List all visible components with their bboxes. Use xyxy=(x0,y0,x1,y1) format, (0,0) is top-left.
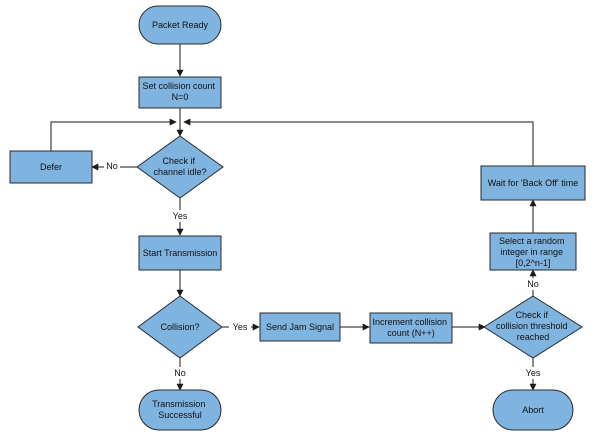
threshold-line-1: Check if xyxy=(515,310,548,320)
node-set-collision-count: Set collision count N=0 xyxy=(138,76,222,109)
node-send-jam-signal: Send Jam Signal xyxy=(259,312,341,342)
node-check-threshold: Check if collision threshold reached xyxy=(483,295,583,359)
collision-label: Collision? xyxy=(160,322,199,332)
start-transmission-label: Start Transmission xyxy=(143,248,218,258)
check-idle-line-1: Check if xyxy=(162,156,195,166)
svg-text:Select a random intege: Select a random integer in range [0,2^n-… xyxy=(499,236,567,268)
svg-text:Check if channel idle?: Check if channel idle? xyxy=(153,156,206,177)
svg-text:Increment collision co: Increment collision count (N++) xyxy=(372,317,449,338)
node-start-transmission: Start Transmission xyxy=(138,235,222,271)
select-random-line-2: integer in range xyxy=(500,247,563,257)
send-jam-label: Send Jam Signal xyxy=(266,322,334,332)
node-collision-decision: Collision? xyxy=(137,295,223,359)
increment-line-2: count (N++) xyxy=(387,328,435,338)
node-increment-collision-count: Increment collision count (N++) xyxy=(369,312,453,344)
set-count-line-2: N=0 xyxy=(172,92,189,102)
svg-text:Set collision count N=: Set collision count N=0 xyxy=(142,81,217,102)
select-random-line-3: [0,2^n-1] xyxy=(516,258,551,268)
packet-ready-label: Packet Ready xyxy=(152,20,209,30)
edge-label-threshold-no: No xyxy=(527,279,539,289)
edge-label-idle-no: No xyxy=(106,161,118,171)
wait-backoff-label: Wait for 'Back Off' time xyxy=(488,178,578,188)
set-count-line-1: Set collision count xyxy=(142,81,215,91)
svg-text:Transmission Successfu: Transmission Successful xyxy=(152,399,208,420)
threshold-line-3: reached xyxy=(517,332,550,342)
svg-text:Check if collision thr: Check if collision threshold reached xyxy=(496,310,570,342)
node-packet-ready: Packet Ready xyxy=(138,5,222,45)
check-idle-line-2: channel idle? xyxy=(153,167,206,177)
node-wait-back-off: Wait for 'Back Off' time xyxy=(480,165,586,201)
node-select-random-integer: Select a random integer in range [0,2^n-… xyxy=(489,232,577,271)
tx-success-line-1: Transmission xyxy=(152,399,205,409)
defer-label: Defer xyxy=(40,162,62,172)
tx-success-line-2: Successful xyxy=(158,410,202,420)
node-abort: Abort xyxy=(492,389,574,431)
threshold-line-2: collision threshold xyxy=(496,321,568,331)
edge-label-idle-yes: Yes xyxy=(173,211,188,221)
abort-label: Abort xyxy=(522,405,544,415)
edge-label-threshold-yes: Yes xyxy=(526,368,541,378)
edge-defer-loop-back xyxy=(50,118,177,151)
select-random-line-1: Select a random xyxy=(499,236,565,246)
edge-label-collision-no: No xyxy=(174,368,186,378)
edge-wait-loop-back xyxy=(183,118,534,166)
node-transmission-successful: Transmission Successful xyxy=(138,389,222,431)
increment-line-1: Increment collision xyxy=(372,317,447,327)
node-defer: Defer xyxy=(9,150,93,184)
node-check-channel-idle: Check if channel idle? xyxy=(136,135,224,199)
edge-label-collision-yes: Yes xyxy=(233,322,248,332)
